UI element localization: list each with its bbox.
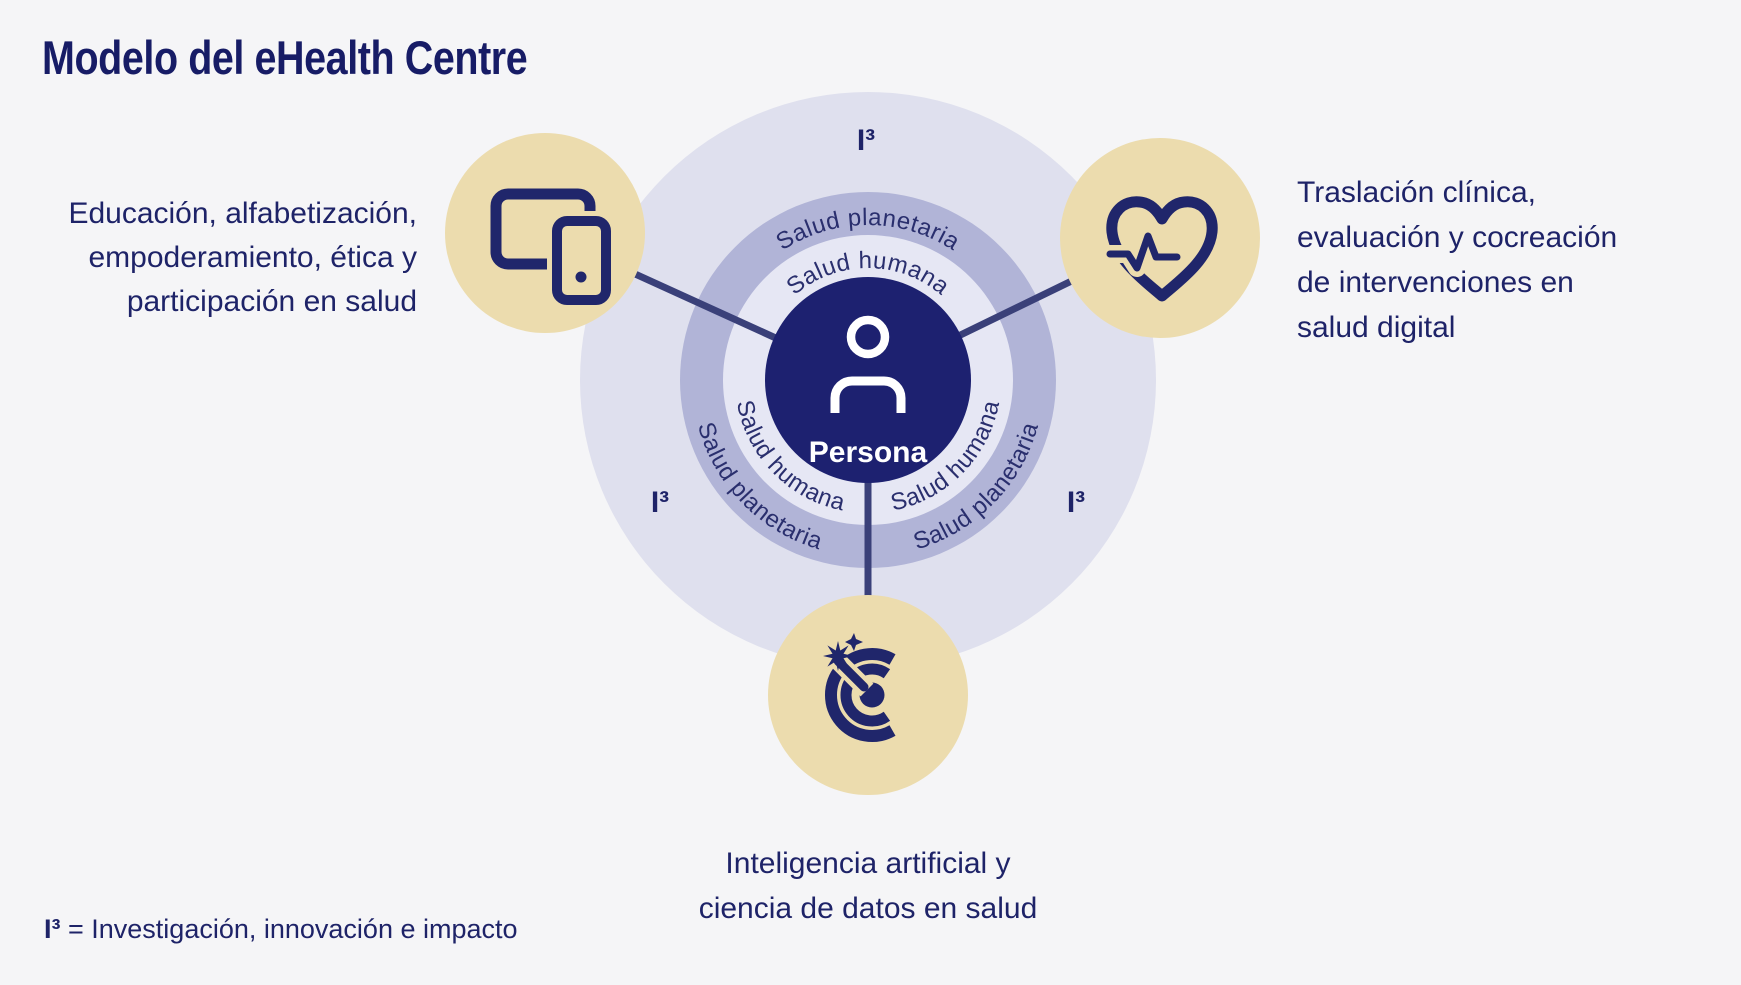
devices-icon [490,188,616,310]
i3-label-top: I³ [857,124,875,157]
i3-label-bottom-left: I³ [651,486,669,519]
footnote-text: = Investigación, innovación e impacto [60,914,518,944]
center-label: Persona [809,436,928,469]
page-title: Modelo del eHealth Centre [42,31,528,84]
footnote-i3-symbol: I³ [44,914,61,944]
i3-label-bottom-right: I³ [1067,486,1085,519]
label-education: Educación, alfabetización, empoderamient… [68,197,417,318]
person-icon [830,315,906,413]
heart-pulse-icon [1101,196,1218,302]
label-ai-data-science: Inteligencia artificial y ciencia de dat… [698,847,1038,925]
label-clinical-translation: Traslación clínica, evaluación y cocreac… [1297,176,1618,344]
footnote: I³ = Investigación, innovación e impacto [44,914,518,945]
target-dart-icon [823,633,896,742]
node-circle-clinical [1060,138,1260,338]
